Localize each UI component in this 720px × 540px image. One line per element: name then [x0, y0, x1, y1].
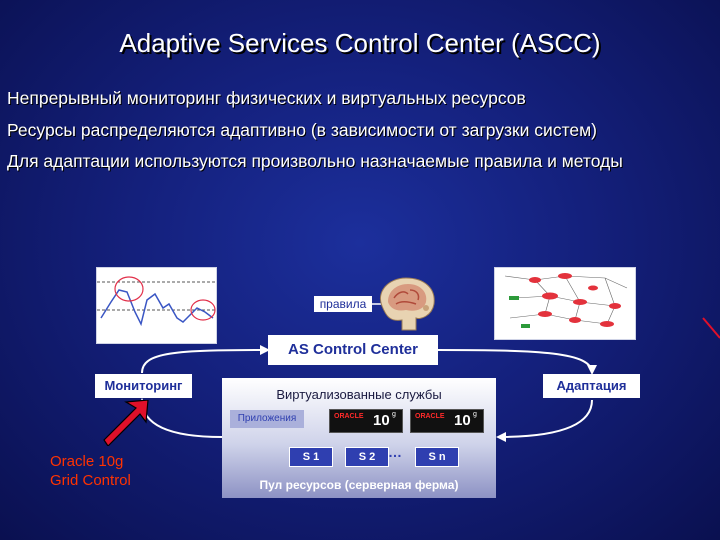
- red-arrow-icon: [103, 400, 149, 446]
- bullet-1: Непрерывный мониторинг физических и вирт…: [7, 88, 526, 108]
- adaptation-box: Адаптация: [543, 374, 640, 398]
- arrow-to-pool: [496, 399, 593, 442]
- slide-title: Adaptive Services Control Center (ASCC): [119, 28, 601, 58]
- virtual-services-label: Виртуализованные службы: [276, 387, 442, 402]
- pool-label: Пул ресурсов (серверная ферма): [259, 478, 459, 492]
- rules-label: правила: [314, 296, 372, 312]
- bullet-3: Для адаптации используются произвольно н…: [7, 151, 623, 171]
- oracle-line-2: Grid Control: [50, 472, 131, 489]
- oracle-grid-control-label: Oracle 10g Grid Control: [50, 452, 131, 490]
- control-center-box: AS Control Center: [268, 335, 438, 365]
- monitoring-chart-thumbnail: [96, 267, 217, 344]
- oracle-line-1: Oracle 10g: [50, 453, 124, 470]
- arrow-to-monitoring: [137, 398, 223, 438]
- applications-label: Приложения: [230, 410, 304, 428]
- server-s2: S 2: [345, 447, 389, 467]
- oracle-badge-1: ORACLE 10 g: [329, 409, 403, 433]
- brain-icon: [380, 277, 435, 331]
- server-sn: S n: [415, 447, 459, 467]
- server-s1: S 1: [289, 447, 333, 467]
- arrow-to-control-center: [141, 345, 270, 374]
- adaptation-diagram-thumbnail: [494, 267, 636, 340]
- server-ellipsis: …: [388, 444, 402, 460]
- monitoring-box: Мониторинг: [95, 374, 192, 398]
- oracle-badge-2: ORACLE 10 g: [410, 409, 484, 433]
- resource-pool-box: Виртуализованные службы Приложения ORACL…: [222, 378, 496, 498]
- bullet-2: Ресурсы распределяются адаптивно (в зави…: [7, 120, 597, 140]
- decor-line: [702, 317, 720, 339]
- arrow-to-adaptation: [437, 349, 597, 375]
